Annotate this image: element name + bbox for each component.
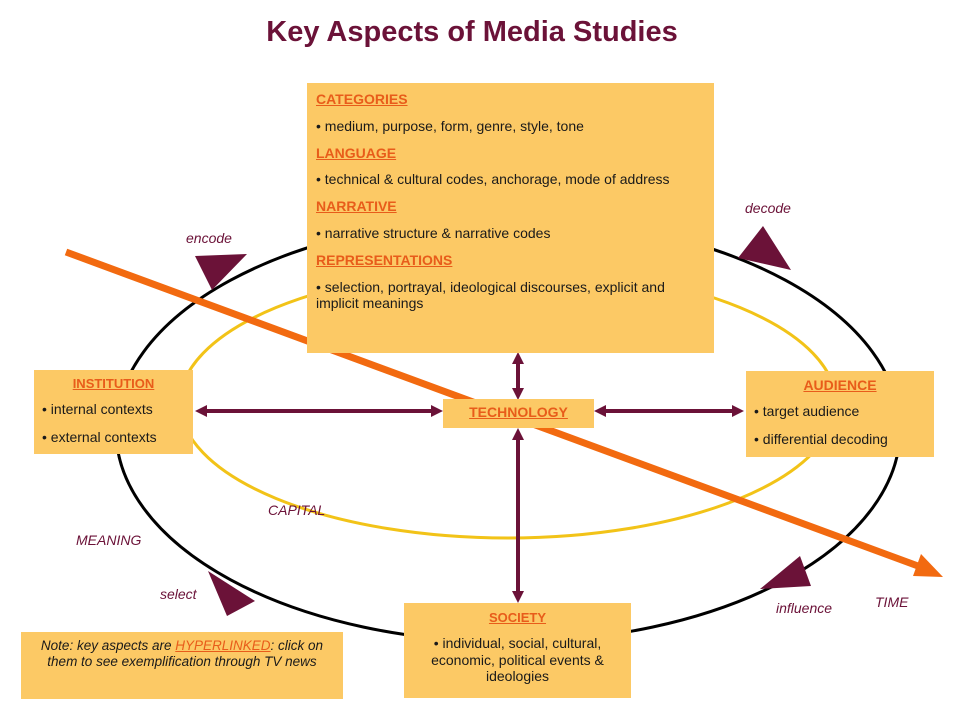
hyperlinked-link[interactable]: HYPERLINKED bbox=[175, 638, 271, 653]
categories-text: • medium, purpose, form, genre, style, t… bbox=[316, 117, 584, 134]
narrative-link[interactable]: NARRATIVE bbox=[316, 198, 397, 215]
society-link[interactable]: SOCIETY bbox=[488, 610, 547, 625]
institution-box: INSTITUTION • internal contexts • extern… bbox=[34, 370, 193, 454]
connector-up bbox=[512, 352, 524, 400]
technology-box: TECHNOLOGY bbox=[443, 399, 594, 428]
select-label: select bbox=[160, 586, 197, 602]
note-prefix: Note: key aspects are bbox=[40, 638, 176, 653]
time-arrowhead bbox=[913, 554, 943, 577]
connector-left bbox=[195, 405, 443, 417]
center-aspects-box: CATEGORIES • medium, purpose, form, genr… bbox=[307, 83, 714, 353]
technology-link[interactable]: TECHNOLOGY bbox=[469, 404, 568, 420]
connector-down bbox=[512, 428, 524, 603]
language-link[interactable]: LANGUAGE bbox=[316, 144, 397, 161]
audience-item: • target audience bbox=[754, 402, 860, 419]
audience-item: • differential decoding bbox=[754, 430, 888, 447]
decode-label: decode bbox=[745, 200, 791, 216]
society-text: • individual, social, cultural, economic… bbox=[431, 634, 604, 685]
encode-label: encode bbox=[186, 230, 232, 246]
narrative-text: • narrative structure & narrative codes bbox=[316, 224, 551, 241]
influence-arrowhead bbox=[760, 556, 811, 589]
representations-link[interactable]: REPRESENTATIONS bbox=[316, 251, 453, 268]
audience-link[interactable]: AUDIENCE bbox=[803, 377, 877, 393]
language-text: • technical & cultural codes, anchorage,… bbox=[316, 171, 670, 188]
society-box: SOCIETY • individual, social, cultural, … bbox=[404, 603, 631, 698]
categories-link[interactable]: CATEGORIES bbox=[316, 91, 408, 107]
institution-item: • external contexts bbox=[42, 428, 157, 445]
note-box: Note: key aspects are HYPERLINKED: click… bbox=[21, 632, 343, 699]
page-title: Key Aspects of Media Studies bbox=[266, 16, 678, 48]
time-label: TIME bbox=[875, 594, 909, 610]
institution-item: • internal contexts bbox=[42, 400, 153, 417]
representations-text: • selection, portrayal, ideological disc… bbox=[316, 278, 665, 312]
select-arrowhead bbox=[208, 571, 255, 616]
encode-arrowhead bbox=[195, 254, 247, 290]
institution-link[interactable]: INSTITUTION bbox=[72, 376, 155, 391]
decode-arrowhead bbox=[738, 226, 791, 270]
influence-label: influence bbox=[776, 600, 833, 616]
note-suffix: : click on them to see exemplification t… bbox=[47, 638, 324, 670]
connector-right bbox=[594, 405, 744, 417]
audience-box: AUDIENCE • target audience • differentia… bbox=[746, 371, 934, 457]
capital-label: CAPITAL bbox=[268, 502, 326, 518]
meaning-label: MEANING bbox=[76, 532, 142, 548]
